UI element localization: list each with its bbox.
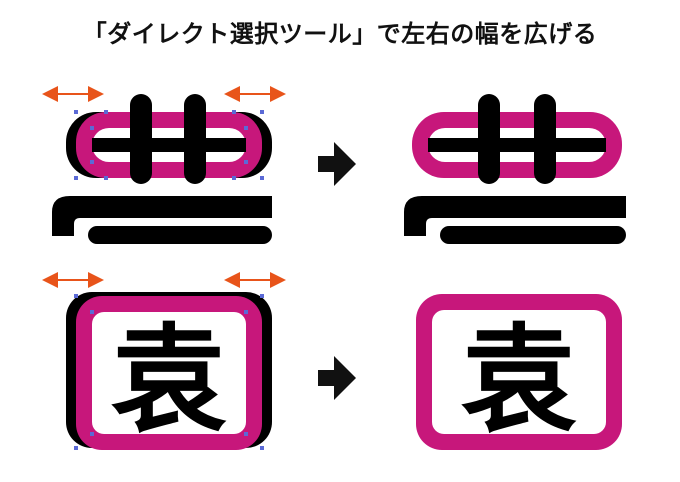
glyph-stroke-hook bbox=[404, 196, 626, 236]
glyph-stroke-bottom bbox=[440, 226, 626, 244]
glyph-stroke-bottom bbox=[88, 226, 272, 244]
anchor-points bbox=[74, 294, 264, 450]
page-title: 「ダイレクト選択ツール」で左右の幅を広げる bbox=[82, 20, 598, 48]
row1-before bbox=[42, 86, 286, 244]
frame-rounded-square-inner bbox=[92, 312, 246, 434]
glyph-stroke-horizontal bbox=[428, 138, 606, 152]
glyph-stroke-horizontal bbox=[92, 138, 246, 152]
row2-after: 袁 bbox=[416, 294, 622, 450]
anchor-points bbox=[74, 110, 264, 180]
kanji-glyph: 袁 bbox=[461, 313, 577, 448]
frame-rounded-square-inner bbox=[432, 310, 606, 434]
kanji-glyph: 袁 bbox=[111, 313, 227, 448]
row1-after bbox=[404, 94, 626, 244]
glyph-stroke-hook bbox=[52, 196, 272, 236]
row2-before: 袁 bbox=[42, 272, 286, 450]
right-arrow-icon[interactable] bbox=[318, 142, 356, 186]
right-arrow-icon[interactable] bbox=[318, 356, 356, 400]
